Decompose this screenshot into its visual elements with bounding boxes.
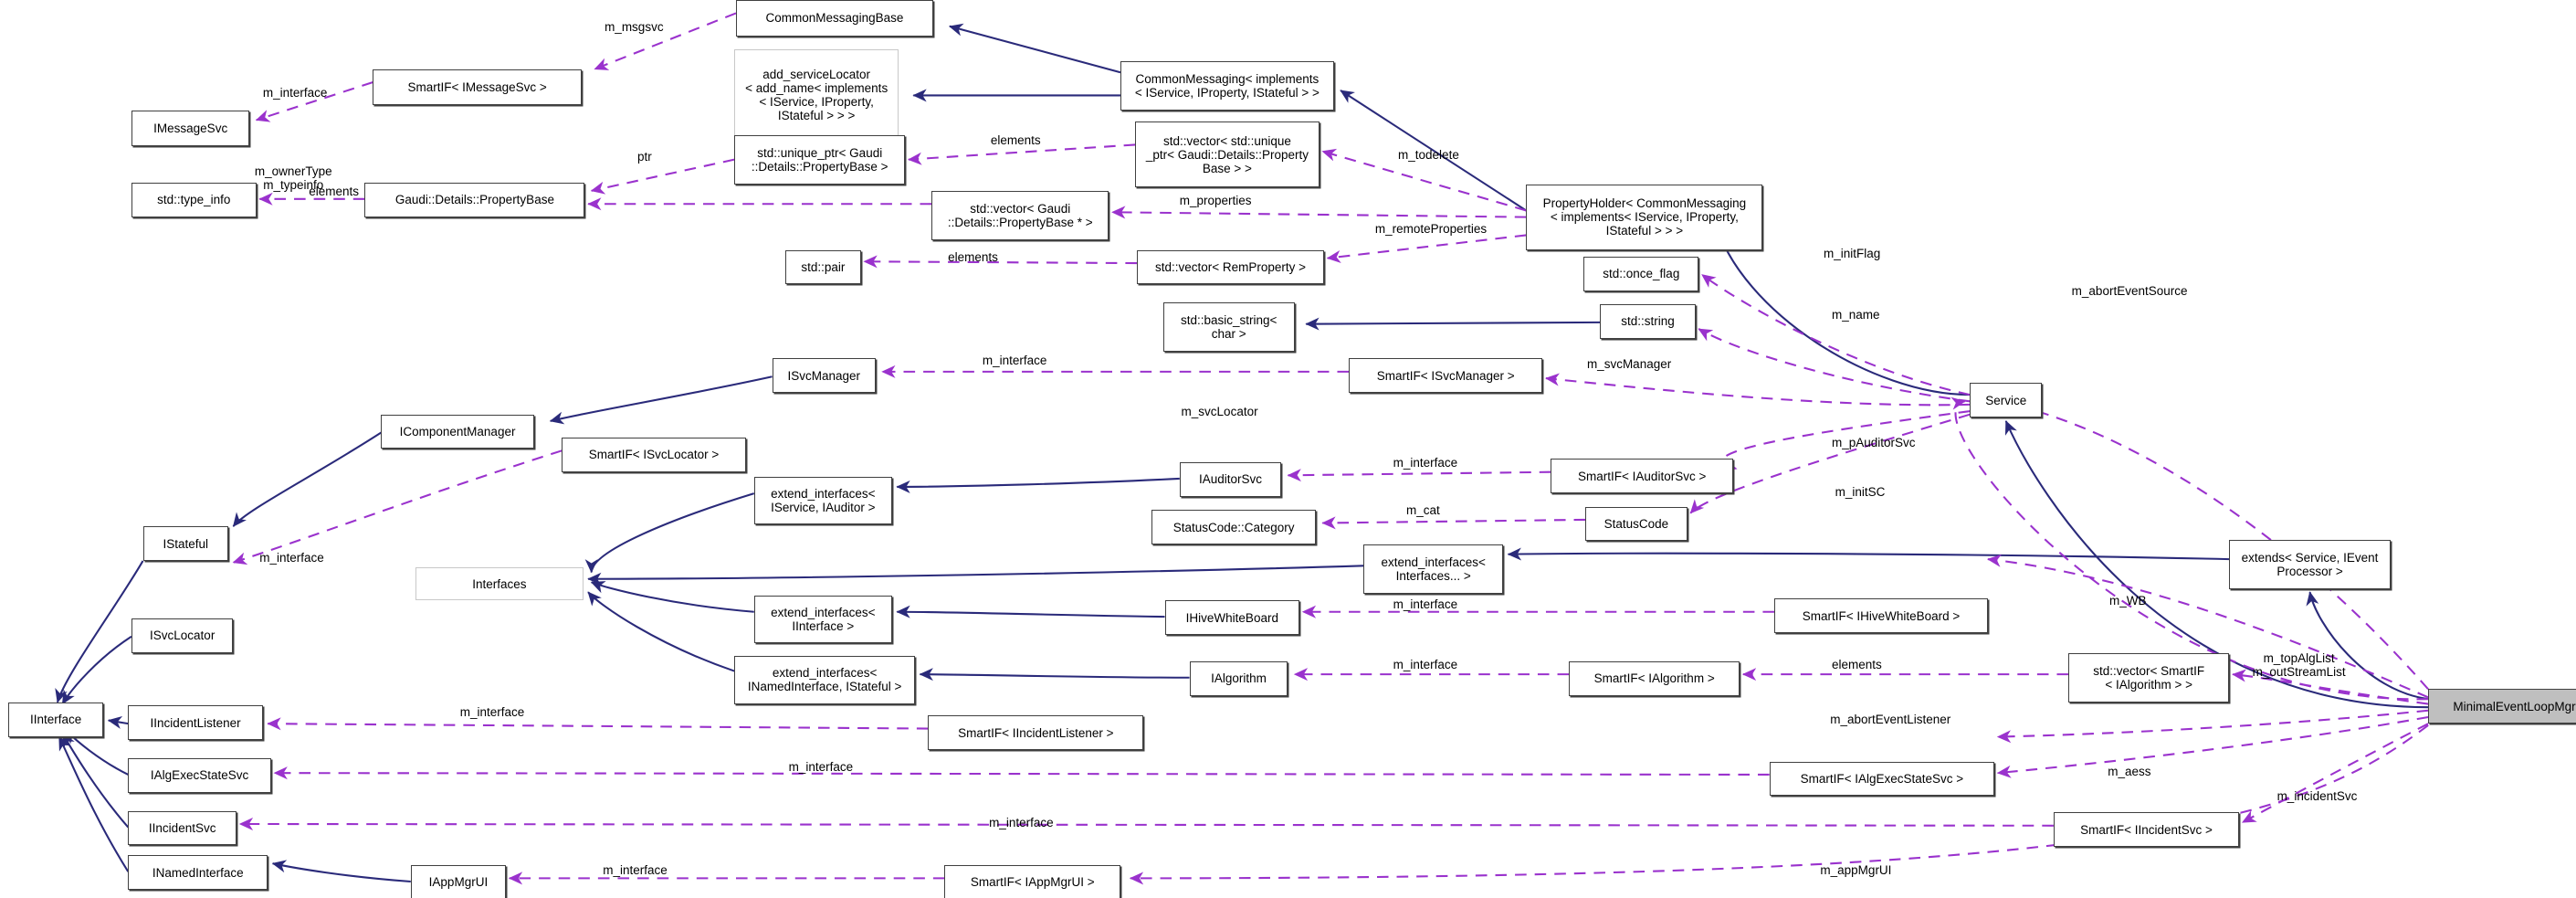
class-node-IAuditorSvc[interactable]: IAuditorSvc	[1179, 461, 1282, 497]
class-node-StatusCode_Category[interactable]: StatusCode::Category	[1151, 510, 1317, 544]
class-node-SmartIF_ISvcManager[interactable]: SmartIF< ISvcManager >	[1349, 358, 1543, 394]
class-node-extend_IService_IAuditor[interactable]: extend_interfaces< IService, IAuditor >	[753, 477, 892, 525]
class-node-IIncidentSvc[interactable]: IIncidentSvc	[128, 810, 237, 846]
class-node-Interfaces[interactable]: Interfaces	[415, 567, 584, 601]
class-node-SmartIF_IIncidentListener[interactable]: SmartIF< IIncidentListener >	[928, 715, 1144, 750]
class-node-SmartIF_IAuditorSvc[interactable]: SmartIF< IAuditorSvc >	[1551, 459, 1734, 494]
class-node-std_unique_ptr_PropBase[interactable]: std::unique_ptr< Gaudi ::Details::Proper…	[734, 134, 906, 185]
class-node-CommonMessaging_impl[interactable]: CommonMessaging< implements < IService, …	[1120, 60, 1334, 111]
class-node-PropertyHolder[interactable]: PropertyHolder< CommonMessaging < implem…	[1526, 184, 1763, 250]
class-node-IAppMgrUI[interactable]: IAppMgrUI	[410, 864, 507, 898]
class-node-extend_IInterface[interactable]: extend_interfaces< IInterface >	[753, 595, 892, 643]
class-node-extend_Interfaces_dots[interactable]: extend_interfaces< Interfaces... >	[1363, 544, 1504, 594]
class-node-CommonMessagingBase[interactable]: CommonMessagingBase	[736, 0, 933, 37]
class-node-std_pair[interactable]: std::pair	[784, 249, 861, 285]
class-node-IAlgExecStateSvc[interactable]: IAlgExecStateSvc	[128, 757, 271, 793]
class-node-std_string[interactable]: std::string	[1600, 304, 1696, 339]
class-node-std_vector_SmartIF_IAlg[interactable]: std::vector< SmartIF < IAlgorithm > >	[2068, 652, 2230, 703]
class-node-extend_INamed_IStateful[interactable]: extend_interfaces< INamedInterface, ISta…	[734, 656, 916, 704]
class-node-SmartIF_IIncidentSvc[interactable]: SmartIF< IIncidentSvc >	[2053, 812, 2240, 848]
class-node-StatusCode[interactable]: StatusCode	[1585, 506, 1688, 542]
class-node-Gaudi_PropertyBase[interactable]: Gaudi::Details::PropertyBase	[364, 182, 585, 217]
class-node-IAlgorithm[interactable]: IAlgorithm	[1189, 660, 1288, 696]
class-node-MinimalEventLoopMgr[interactable]: MinimalEventLoopMgr	[2428, 689, 2576, 724]
class-node-IComponentManager[interactable]: IComponentManager	[381, 414, 534, 449]
class-node-std_vector_PropBase_ptr[interactable]: std::vector< Gaudi ::Details::PropertyBa…	[931, 190, 1109, 240]
class-node-std_vector_RemProperty[interactable]: std::vector< RemProperty >	[1136, 249, 1325, 285]
class-node-SmartIF_IAlgExecStateSvc[interactable]: SmartIF< IAlgExecStateSvc >	[1769, 761, 1995, 797]
class-node-SmartIF_IAppMgrUI[interactable]: SmartIF< IAppMgrUI >	[944, 864, 1120, 898]
class-node-SmartIF_ISvcLocator[interactable]: SmartIF< ISvcLocator >	[562, 437, 746, 472]
class-node-IStateful[interactable]: IStateful	[142, 526, 229, 561]
class-node-extends_Service_IEvent[interactable]: extends< Service, IEvent Processor >	[2229, 539, 2391, 589]
class-node-IHiveWhiteBoard[interactable]: IHiveWhiteBoard	[1164, 600, 1300, 635]
class-node-SmartIF_IAlgorithm[interactable]: SmartIF< IAlgorithm >	[1569, 660, 1740, 696]
class-node-ISvcManager[interactable]: ISvcManager	[772, 358, 876, 394]
class-node-add_serviceLocator[interactable]: add_serviceLocator < add_name< implement…	[734, 49, 899, 141]
class-node-std_basic_string[interactable]: std::basic_string< char >	[1162, 302, 1295, 353]
class-node-std_vector_unique_ptr[interactable]: std::vector< std::unique _ptr< Gaudi::De…	[1135, 121, 1320, 188]
class-node-std_once_flag[interactable]: std::once_flag	[1583, 256, 1699, 291]
class-node-IInterface[interactable]: IInterface	[7, 702, 104, 737]
inheritance-edges	[55, 23, 2429, 883]
class-node-ISvcLocator[interactable]: ISvcLocator	[131, 618, 234, 653]
class-node-IIncidentListener[interactable]: IIncidentListener	[128, 705, 263, 741]
class-node-INamedInterface[interactable]: INamedInterface	[128, 855, 268, 890]
class-node-SmartIF_IMessageSvc[interactable]: SmartIF< IMessageSvc >	[373, 69, 582, 106]
class-node-IMessageSvc[interactable]: IMessageSvc	[131, 110, 250, 147]
class-node-Service[interactable]: Service	[1970, 383, 2043, 418]
class-node-std_type_info[interactable]: std::type_info	[131, 182, 257, 217]
class-node-SmartIF_IHiveWhiteBoard[interactable]: SmartIF< IHiveWhiteBoard >	[1774, 598, 1988, 634]
